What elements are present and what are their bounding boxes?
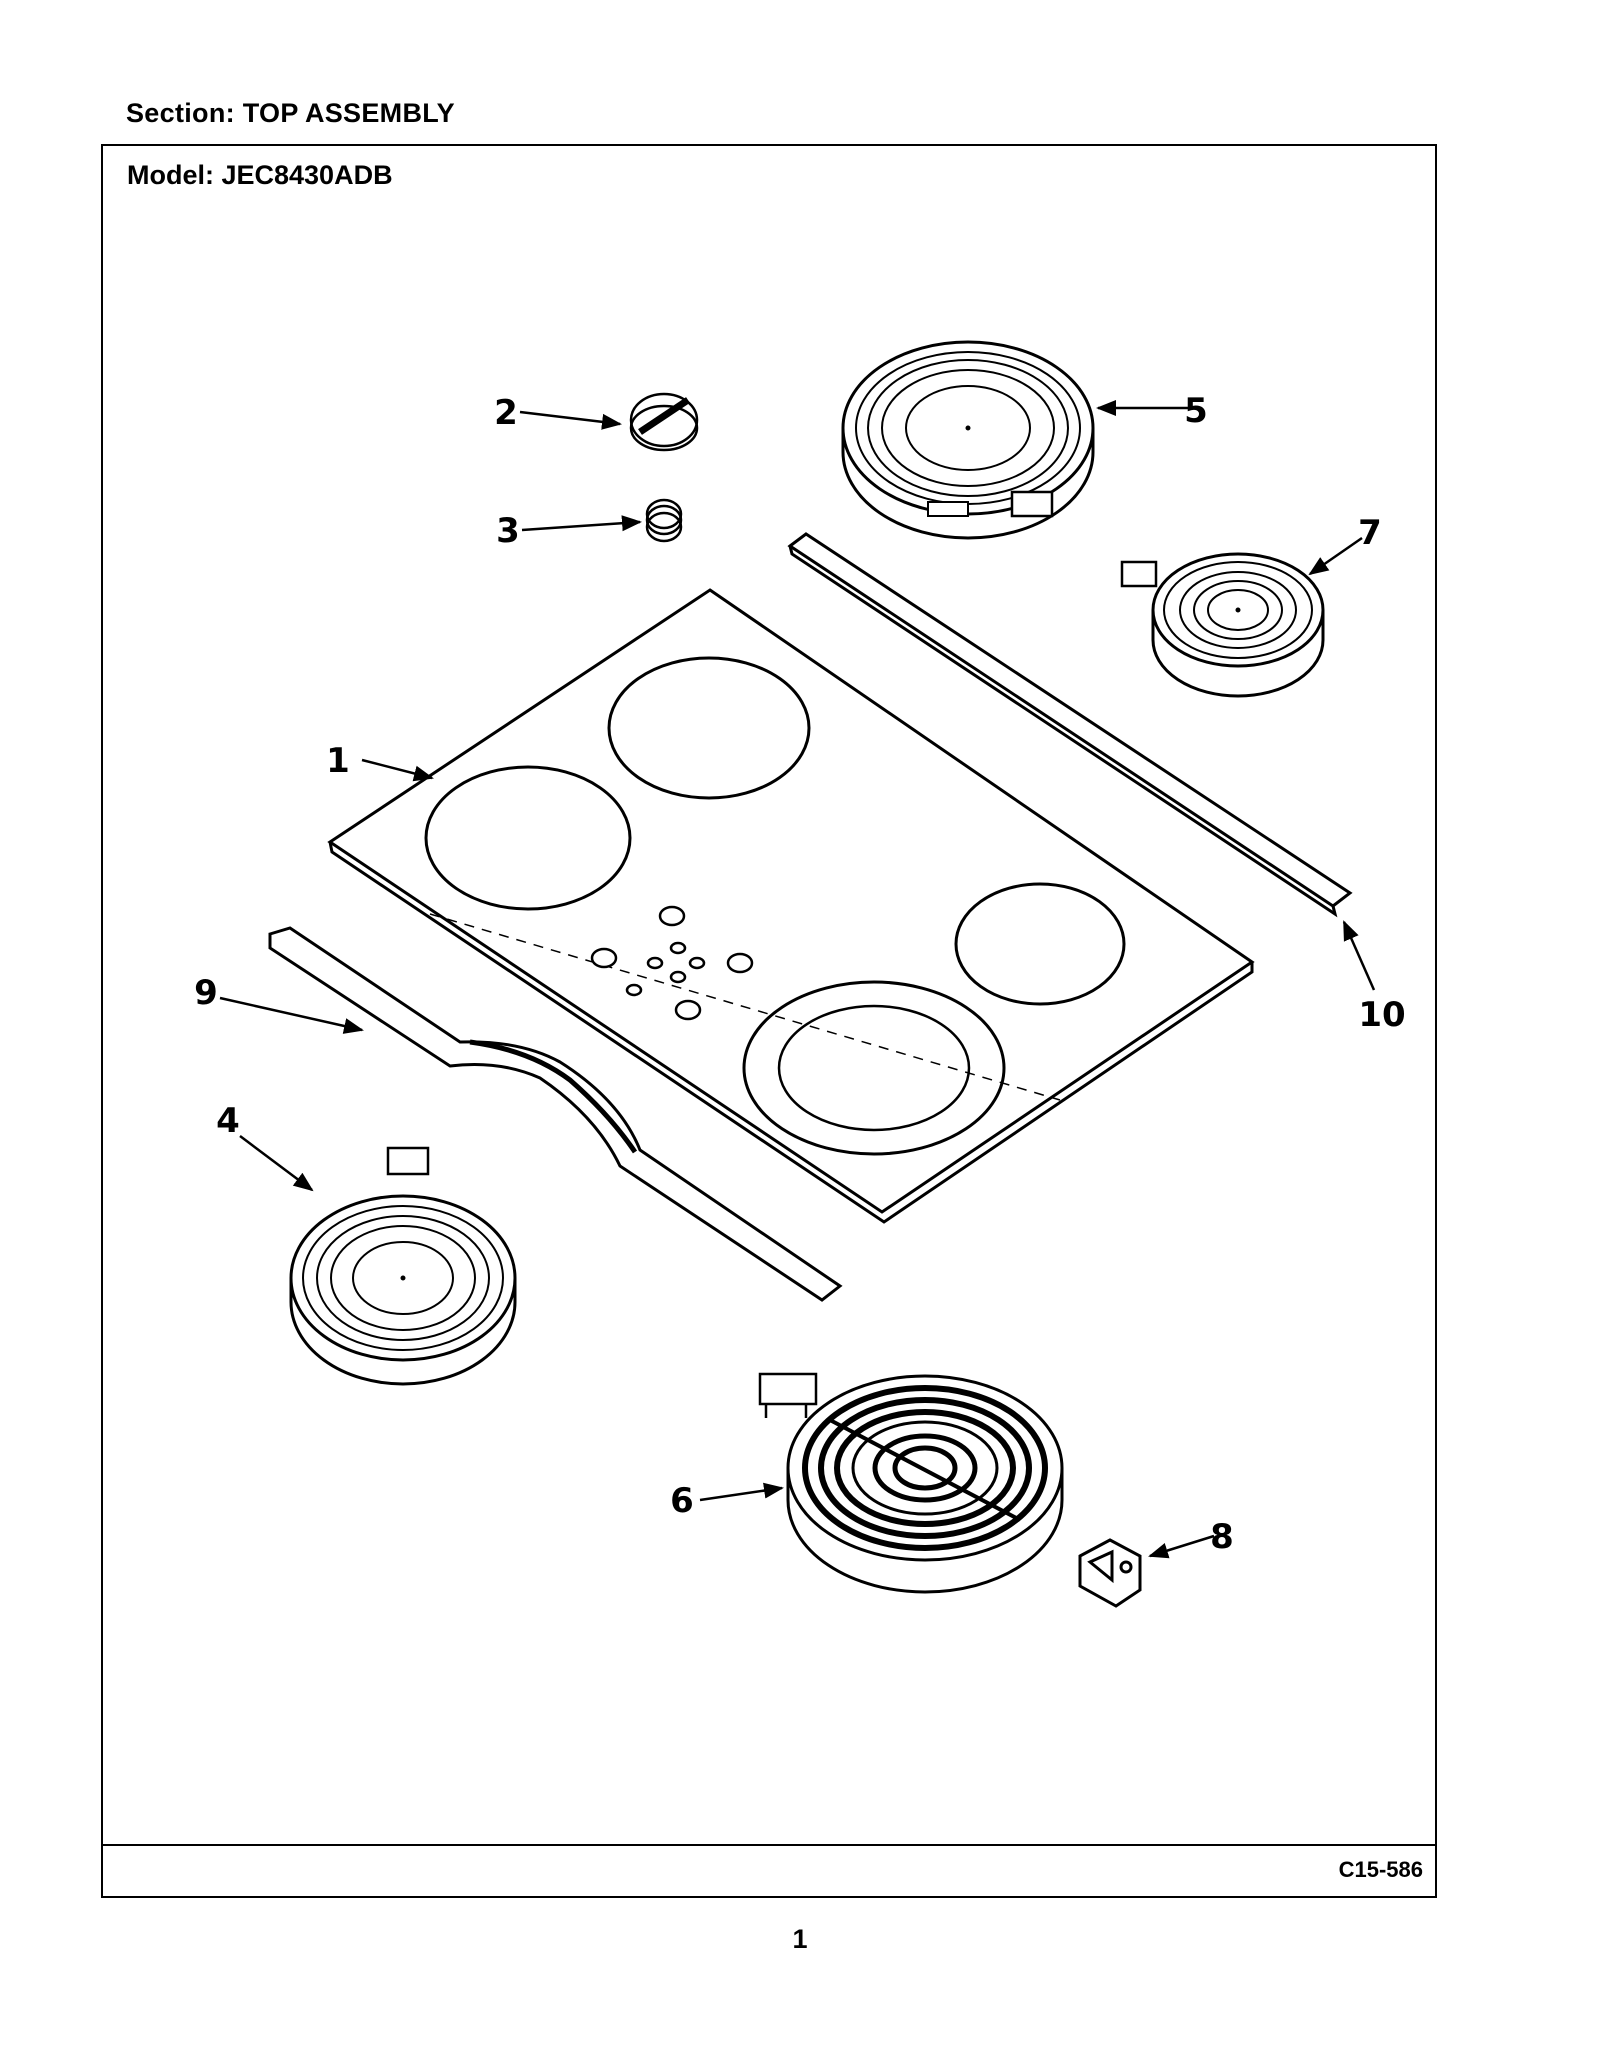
callout-labels: 1 2 3 4 5 6 7 8 9 10 bbox=[194, 391, 1406, 1557]
rear-trim-strip bbox=[787, 532, 1353, 918]
footer-rule bbox=[103, 1844, 1435, 1846]
radiant-element-left bbox=[289, 1146, 517, 1386]
leader-lines bbox=[219, 400, 1376, 1559]
callout-9: 9 bbox=[194, 973, 218, 1013]
callout-2: 2 bbox=[494, 393, 518, 433]
callout-3: 3 bbox=[496, 511, 520, 551]
callout-6: 6 bbox=[670, 1481, 694, 1521]
coil-element bbox=[758, 1372, 1064, 1594]
callout-8: 8 bbox=[1210, 1517, 1234, 1557]
callout-5: 5 bbox=[1184, 391, 1208, 431]
page-number: 1 bbox=[792, 1924, 808, 1954]
callout-10: 10 bbox=[1358, 995, 1405, 1035]
drawing-code: C15-586 bbox=[1338, 1857, 1423, 1882]
spring-clip bbox=[645, 498, 683, 543]
radiant-element-large bbox=[841, 340, 1095, 540]
front-trim-strip bbox=[268, 926, 843, 1302]
model-title: Model: JEC8430ADB bbox=[127, 160, 393, 190]
radiant-element-small bbox=[1120, 552, 1325, 698]
callout-7: 7 bbox=[1358, 513, 1382, 553]
cooktop-glass bbox=[327, 588, 1255, 1224]
callout-4: 4 bbox=[216, 1101, 240, 1141]
knob bbox=[629, 392, 699, 452]
callout-1: 1 bbox=[326, 741, 350, 781]
diagram-frame: Model: JEC8430ADB C15-586 bbox=[101, 144, 1437, 1898]
bracket bbox=[1078, 1538, 1142, 1608]
section-title: Section: TOP ASSEMBLY bbox=[126, 98, 455, 128]
